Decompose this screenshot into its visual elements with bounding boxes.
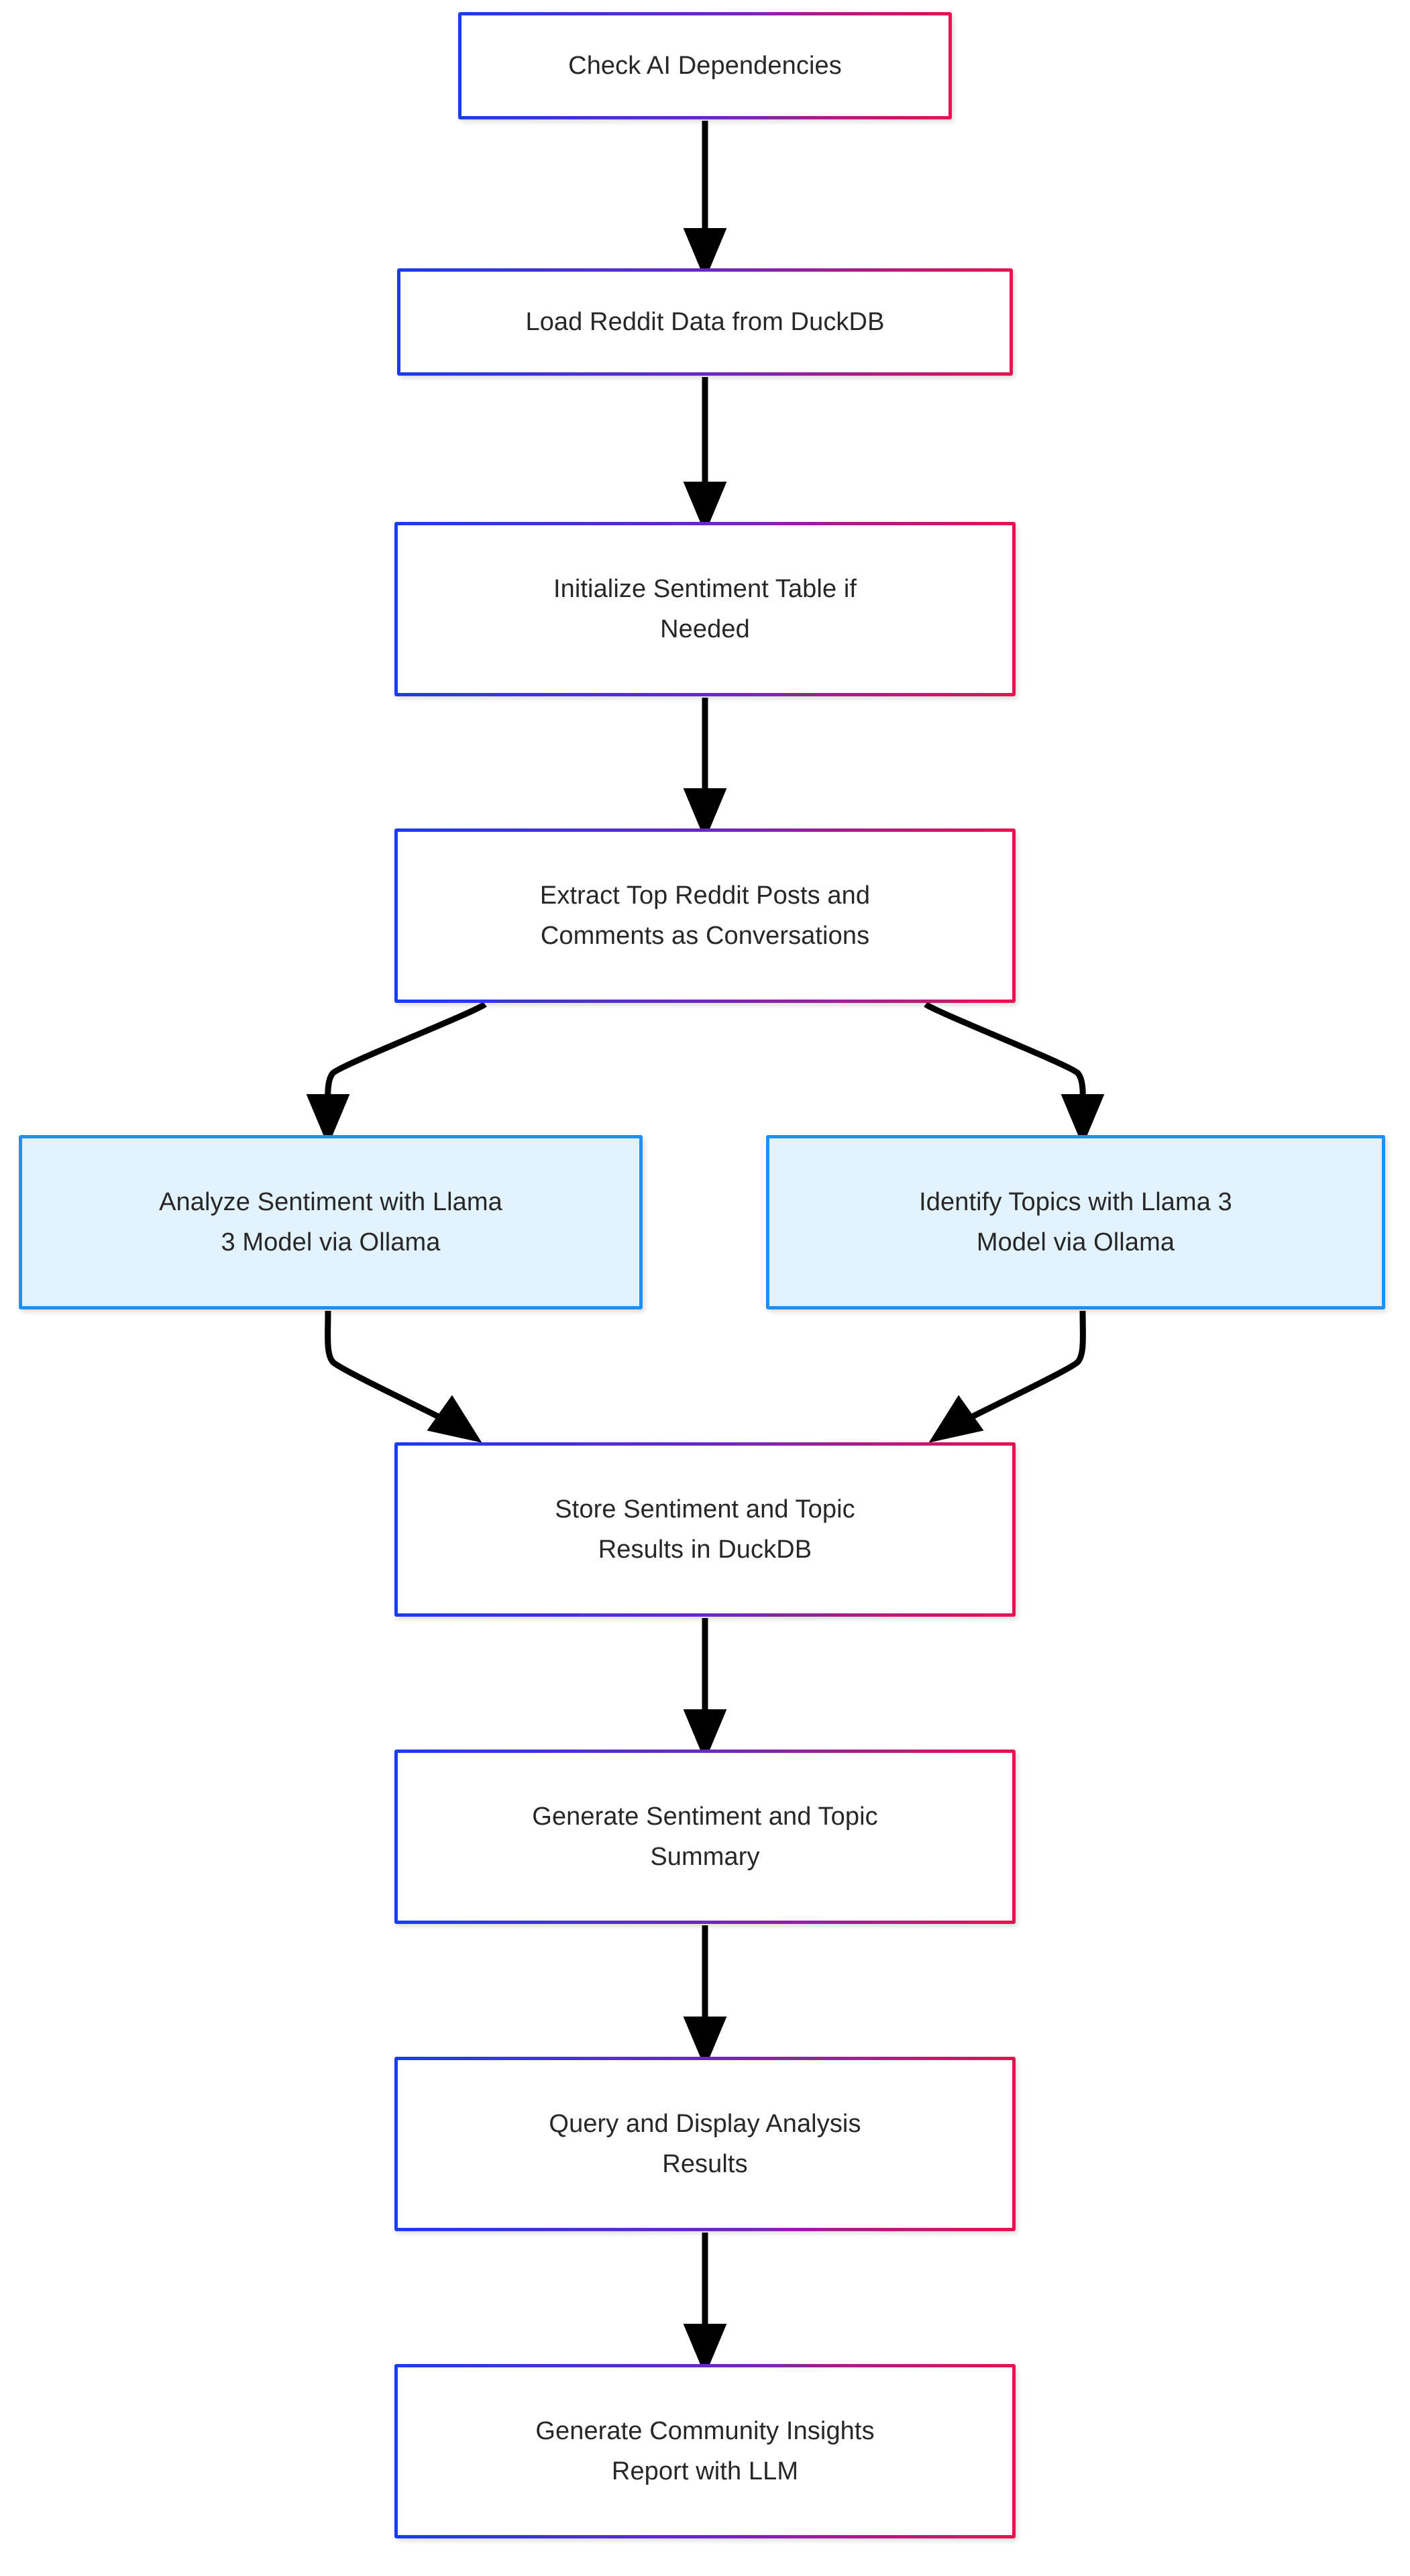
node-label: Store Sentiment and Topic Results in Duc… (555, 1495, 855, 1564)
node-label: Check AI Dependencies (568, 51, 842, 80)
edge-analyze-sentiment-to-store-results (325, 1310, 482, 1443)
node-label: Initialize Sentiment Table if Needed (553, 574, 857, 643)
node-analyze-sentiment-llama3[interactable]: Analyze Sentiment with Llama 3 Model via… (19, 1135, 643, 1309)
node-label: Identify Topics with Llama 3 Model via O… (919, 1187, 1232, 1256)
edge-extract-posts-to-identify-topics (924, 1002, 1105, 1146)
node-store-sentiment-topic-results[interactable]: Store Sentiment and Topic Results in Duc… (394, 1442, 1016, 1617)
node-query-display-analysis-results[interactable]: Query and Display Analysis Results (394, 2057, 1016, 2231)
edge-identify-topics-to-store-results (928, 1310, 1086, 1443)
node-label: Generate Sentiment and Topic Summary (532, 1802, 878, 1871)
edge-extract-posts-to-analyze-sentiment (306, 1002, 487, 1146)
node-generate-sentiment-topic-summary[interactable]: Generate Sentiment and Topic Summary (394, 1750, 1016, 1924)
node-label: Analyze Sentiment with Llama 3 Model via… (159, 1187, 502, 1256)
node-identify-topics-llama3[interactable]: Identify Topics with Llama 3 Model via O… (766, 1135, 1385, 1309)
node-label: Generate Community Insights Report with … (535, 2416, 875, 2485)
node-extract-top-reddit-posts[interactable]: Extract Top Reddit Posts and Comments as… (394, 828, 1016, 1003)
node-load-reddit-data-from-duckdb[interactable]: Load Reddit Data from DuckDB (397, 268, 1013, 376)
node-label: Extract Top Reddit Posts and Comments as… (539, 881, 871, 950)
node-initialize-sentiment-table[interactable]: Initialize Sentiment Table if Needed (394, 522, 1016, 696)
node-label: Query and Display Analysis Results (549, 2109, 861, 2178)
node-label: Load Reddit Data from DuckDB (525, 307, 885, 336)
node-generate-community-insights-report[interactable]: Generate Community Insights Report with … (394, 2364, 1016, 2538)
node-check-ai-dependencies[interactable]: Check AI Dependencies (458, 12, 952, 119)
